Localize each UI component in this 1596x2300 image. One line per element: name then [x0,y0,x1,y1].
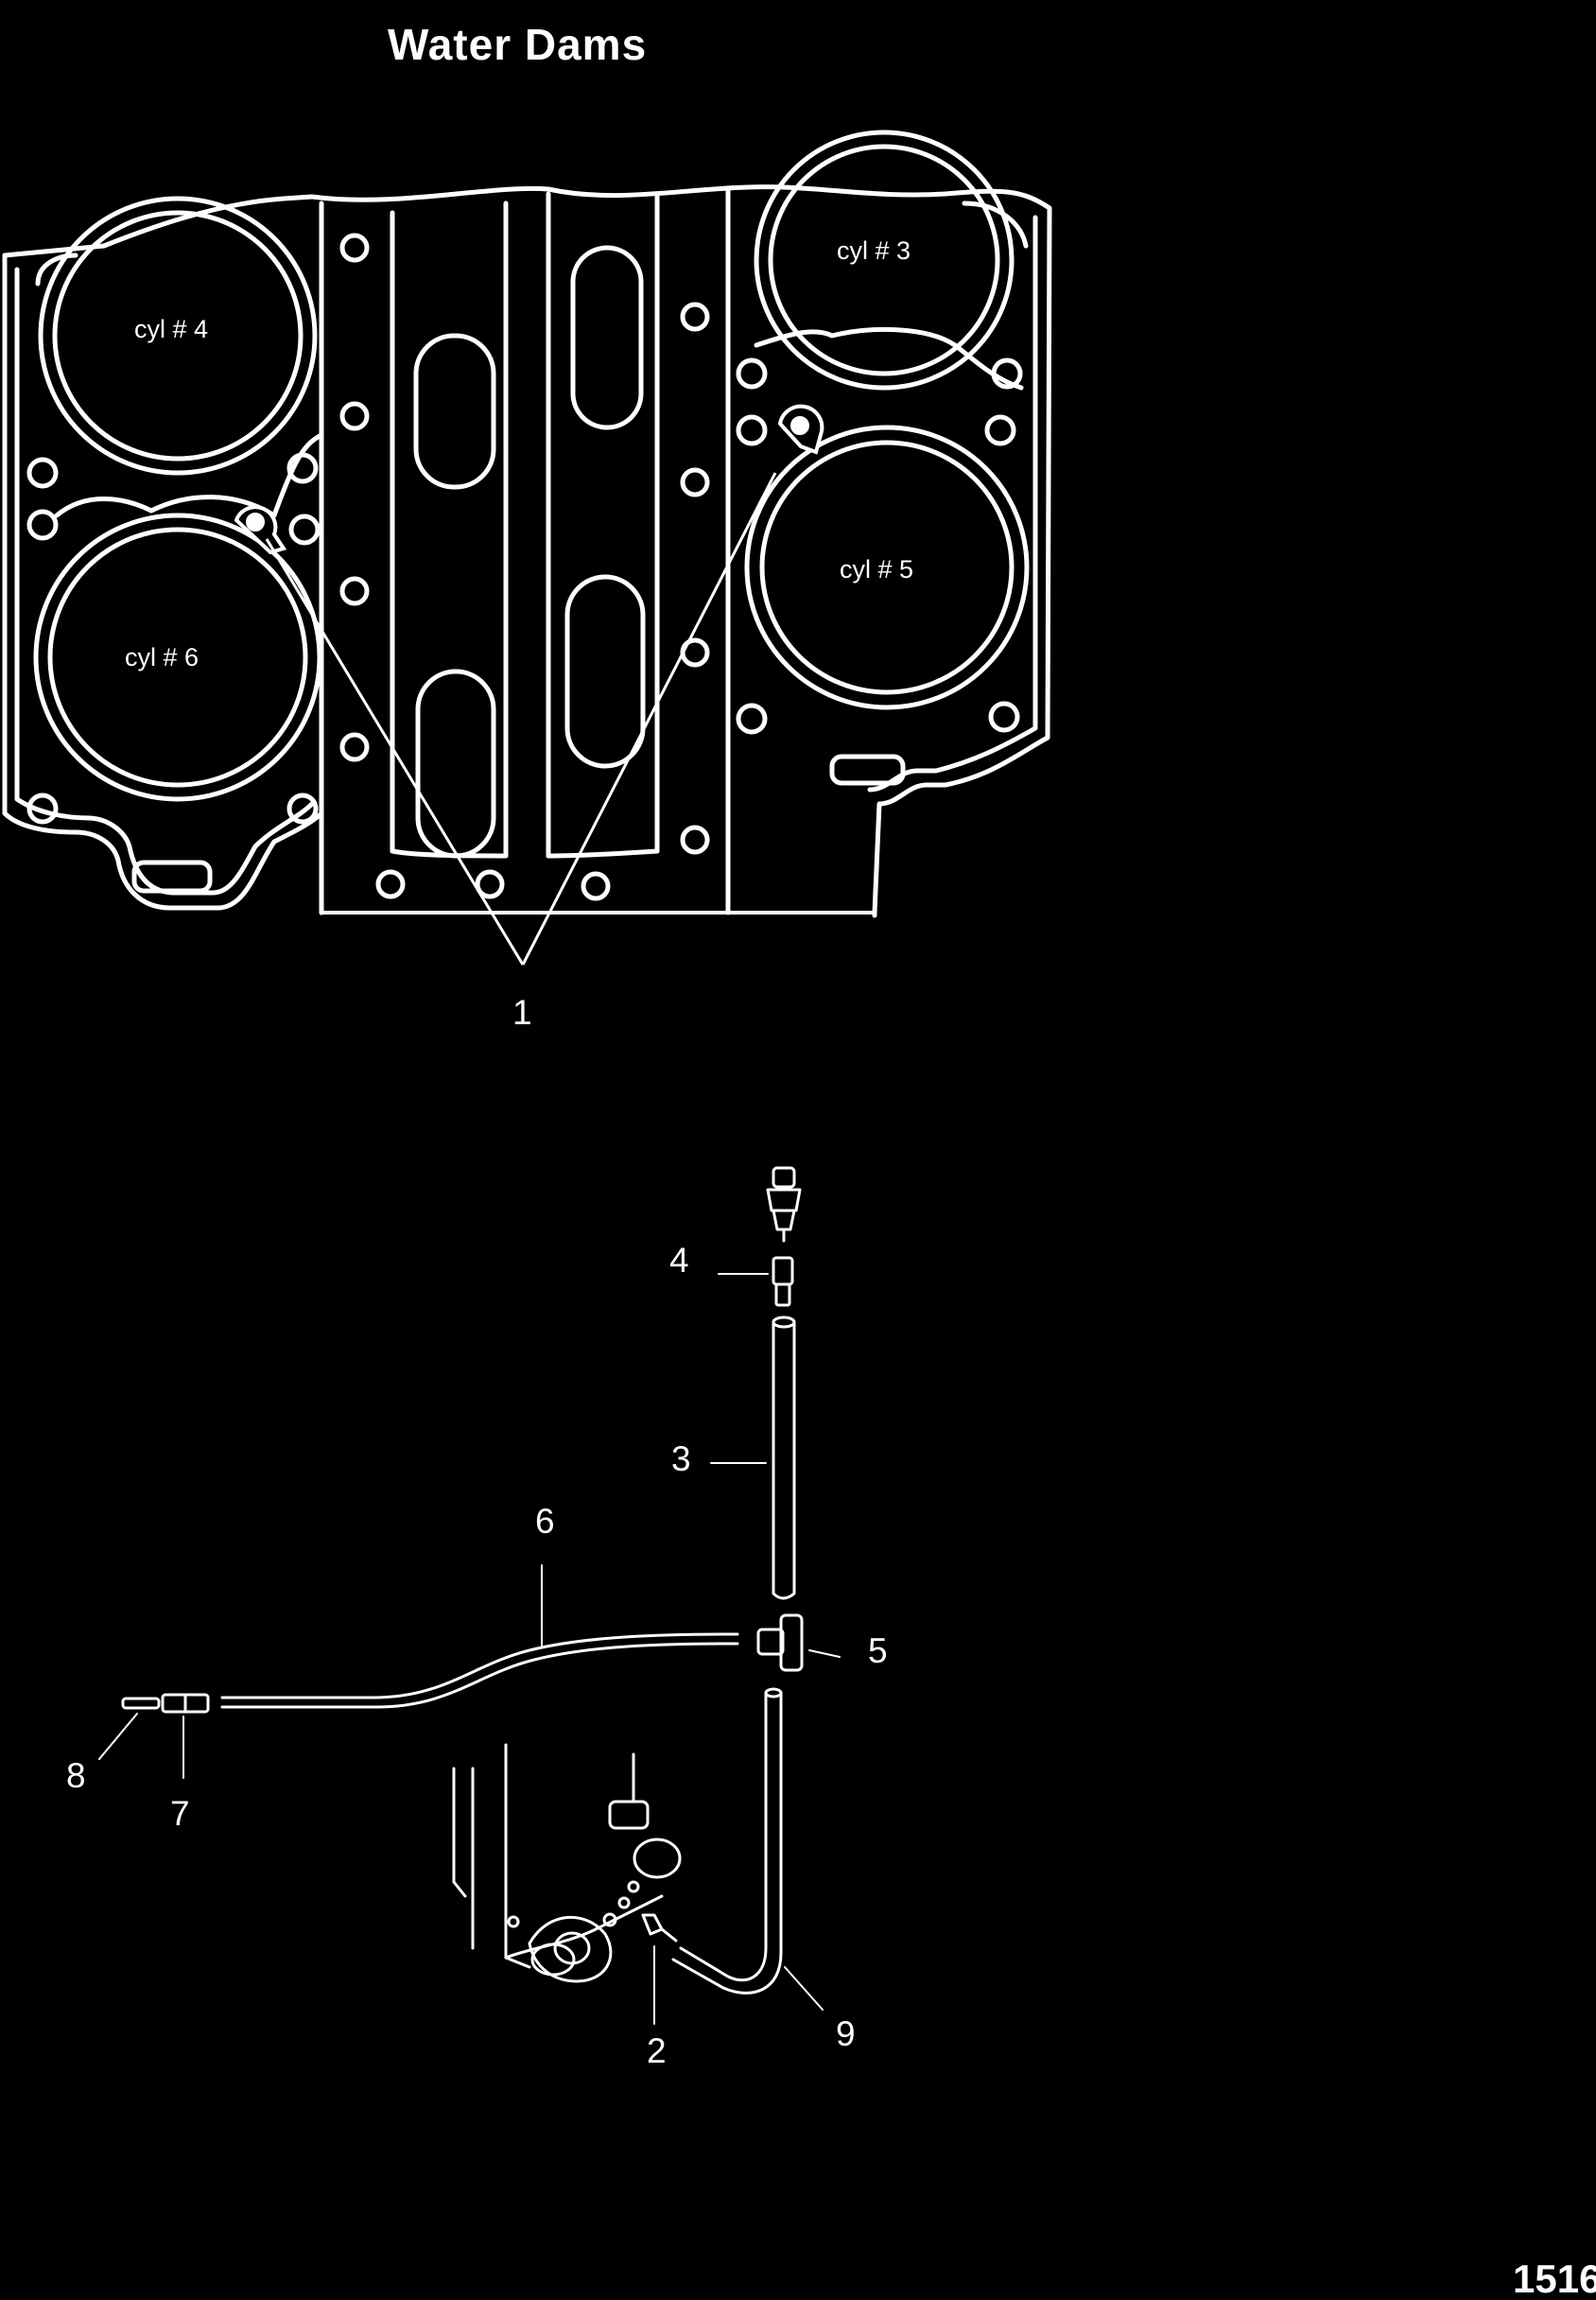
part-5-tee [758,1615,840,1670]
callout-5: 5 [868,1631,888,1670]
block-outline [5,187,1050,915]
part-8-plug [99,1699,159,1759]
cyl-4-label: cyl # 4 [134,315,209,343]
callout-1: 1 [512,993,532,1032]
callout-2: 2 [647,2031,667,2070]
diagram-title: Water Dams [388,20,648,69]
part-2-fitting [643,1915,676,2024]
top-fitting [768,1168,800,1241]
manifold-housing [454,1745,680,1981]
cyl-3-label: cyl # 3 [837,236,911,265]
callout-7: 7 [170,1794,190,1833]
part-3-tube [711,1317,794,1598]
part-6-hose [222,1565,737,1707]
cyl-5-label: cyl # 5 [840,555,914,584]
callout-9: 9 [836,2014,856,2053]
page-number: 1516 [1513,2256,1596,2300]
cyl-6-label: cyl # 6 [125,643,200,671]
part-4-fitting [719,1258,792,1305]
callout-4: 4 [669,1241,689,1280]
callout-3: 3 [671,1439,691,1478]
engine-block-drawing [0,0,1596,1040]
part-9-hose [673,1689,823,2010]
callout-6: 6 [535,1502,555,1541]
part-7-fitting [163,1695,208,1778]
callout-8: 8 [66,1756,86,1795]
